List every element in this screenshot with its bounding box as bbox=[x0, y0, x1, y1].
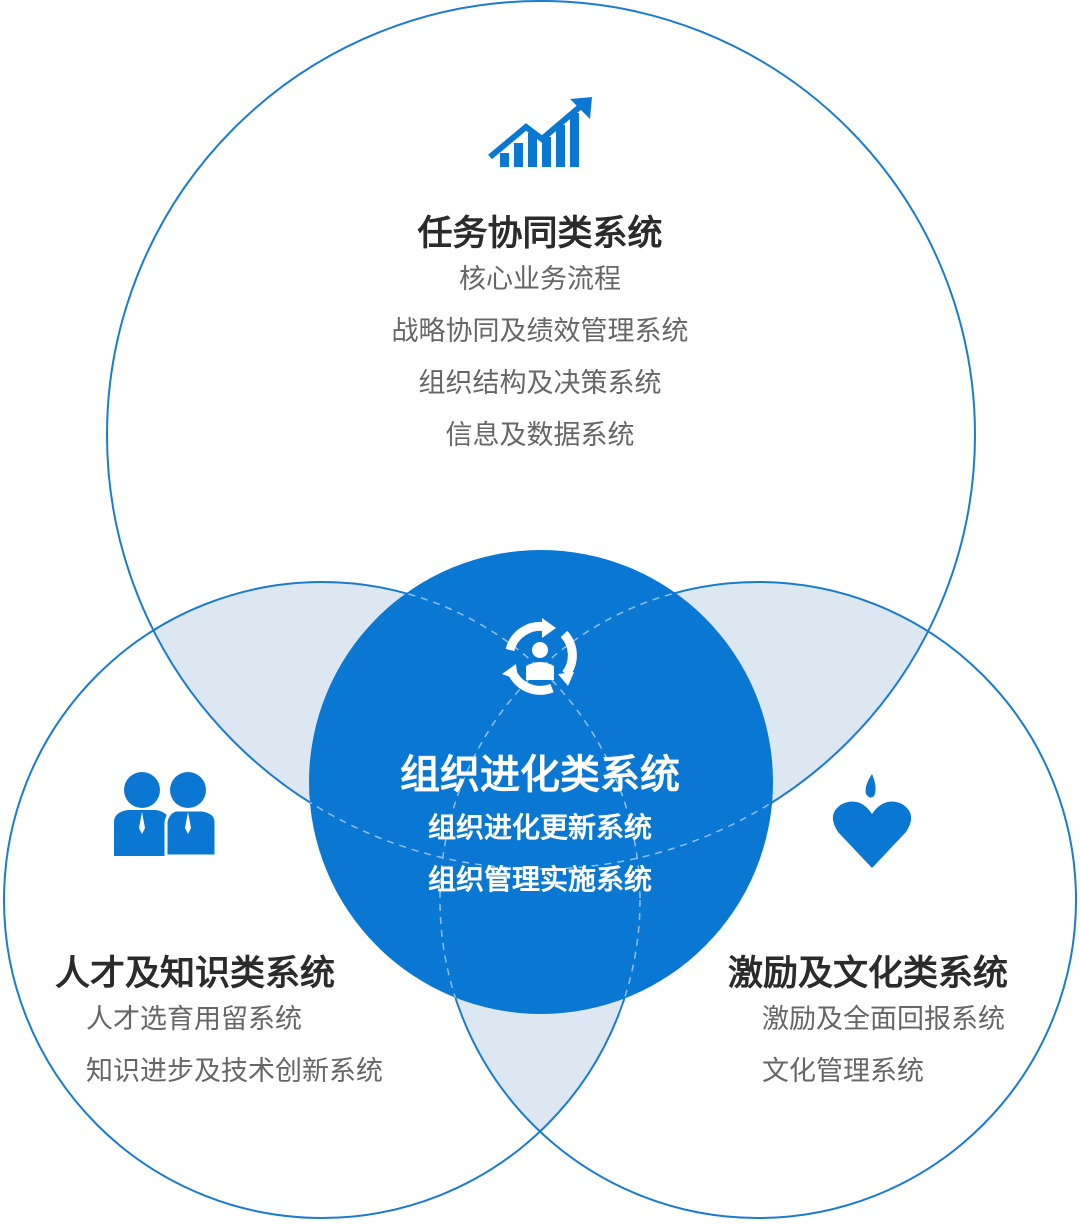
top-item: 信息及数据系统 bbox=[445, 420, 635, 451]
top-item: 核心业务流程 bbox=[459, 264, 621, 295]
right-title: 激励及文化类系统 bbox=[728, 954, 1009, 994]
heart-flame-icon bbox=[832, 774, 912, 868]
right-item: 激励及全面回报系统 bbox=[762, 1004, 1005, 1035]
people-icon bbox=[114, 772, 218, 858]
top-item: 组织结构及决策系统 bbox=[418, 368, 662, 399]
left-item: 知识进步及技术创新系统 bbox=[86, 1056, 383, 1087]
top-item: 战略协同及绩效管理系统 bbox=[391, 316, 689, 347]
left-item: 人才选育用留系统 bbox=[86, 1004, 302, 1035]
person-cycle-icon bbox=[502, 618, 577, 695]
circle-center bbox=[309, 550, 773, 1014]
center-title: 组织进化类系统 bbox=[400, 752, 680, 798]
growth-chart-icon bbox=[488, 97, 592, 167]
center-item: 组织管理实施系统 bbox=[427, 863, 652, 896]
top-title: 任务协同类系统 bbox=[417, 214, 663, 254]
right-item: 文化管理系统 bbox=[762, 1056, 924, 1087]
center-item: 组织进化更新系统 bbox=[427, 811, 652, 844]
left-title: 人才及知识类系统 bbox=[55, 954, 336, 994]
